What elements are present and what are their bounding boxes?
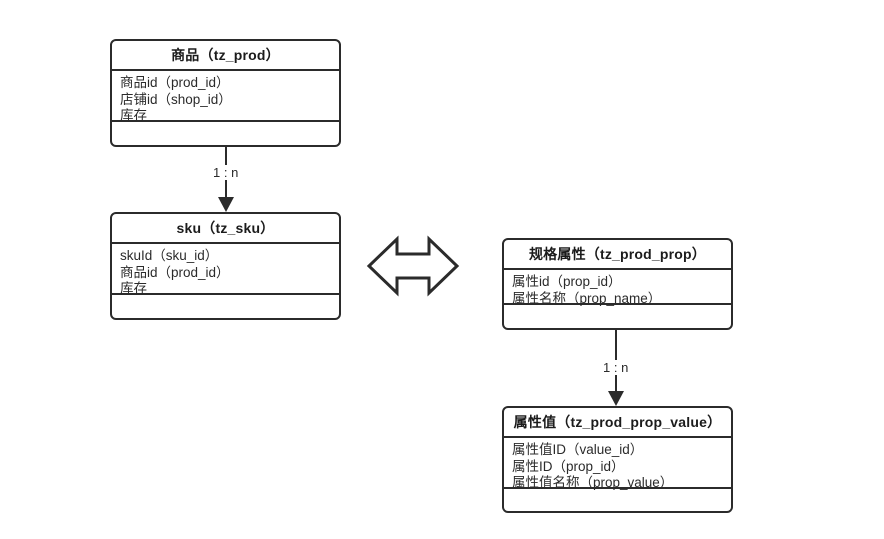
entity-field: skuId（sku_id） bbox=[120, 248, 219, 263]
relation-prop-to-prop-value: 1 : n bbox=[600, 330, 632, 407]
relation-arrowhead-icon bbox=[608, 391, 624, 406]
entity-field: 商品id（prod_id） bbox=[120, 264, 230, 280]
entity-field: 属性ID（prop_id） bbox=[512, 458, 625, 474]
entity-fields-tz-prod: 商品id（prod_id） 店铺id（shop_id） 库存 bbox=[112, 71, 339, 123]
relation-label: 1 : n bbox=[210, 165, 242, 180]
entity-field: 属性id（prop_id） bbox=[512, 274, 622, 289]
entity-field: 店铺id（shop_id） bbox=[120, 91, 232, 107]
entity-title-tz-prod: 商品（tz_prod） bbox=[112, 41, 339, 71]
entity-field: 属性值名称（prop_value） bbox=[512, 475, 674, 490]
entity-field: 属性名称（prop_name） bbox=[512, 290, 662, 306]
entity-title-tz-prod-prop-value: 属性值（tz_prod_prop_value） bbox=[504, 408, 731, 438]
entity-box-tz-sku[interactable]: sku（tz_sku） skuId（sku_id） 商品id（prod_id） … bbox=[110, 212, 341, 320]
entity-field: 库存 bbox=[120, 108, 147, 123]
entity-box-tz-prod[interactable]: 商品（tz_prod） 商品id（prod_id） 店铺id（shop_id） … bbox=[110, 39, 341, 147]
relation-label: 1 : n bbox=[600, 360, 632, 375]
entity-title-tz-sku: sku（tz_sku） bbox=[112, 214, 339, 244]
entity-footer-tz-sku bbox=[112, 295, 339, 318]
entity-fields-tz-sku: skuId（sku_id） 商品id（prod_id） 库存 bbox=[112, 244, 339, 296]
relation-prod-to-sku: 1 : n bbox=[210, 147, 242, 213]
entity-box-tz-prod-prop-value[interactable]: 属性值（tz_prod_prop_value） 属性值ID（value_id） … bbox=[502, 406, 733, 513]
entity-field: 属性值ID（value_id） bbox=[512, 442, 644, 457]
entity-box-tz-prod-prop[interactable]: 规格属性（tz_prod_prop） 属性id（prop_id） 属性名称（pr… bbox=[502, 238, 733, 330]
relation-arrowhead-icon bbox=[218, 197, 234, 212]
entity-field: 库存 bbox=[120, 281, 147, 296]
entity-footer-tz-prod-prop bbox=[504, 305, 731, 328]
entity-footer-tz-prod-prop-value bbox=[504, 489, 731, 511]
entity-fields-tz-prod-prop-value: 属性值ID（value_id） 属性ID（prop_id） 属性值名称（prop… bbox=[504, 438, 731, 490]
entity-field: 商品id（prod_id） bbox=[120, 75, 230, 90]
entity-title-tz-prod-prop: 规格属性（tz_prod_prop） bbox=[504, 240, 731, 270]
entity-footer-tz-prod bbox=[112, 122, 339, 145]
entity-fields-tz-prod-prop: 属性id（prop_id） 属性名称（prop_name） bbox=[504, 270, 731, 306]
double-headed-arrow-icon bbox=[366, 235, 460, 297]
